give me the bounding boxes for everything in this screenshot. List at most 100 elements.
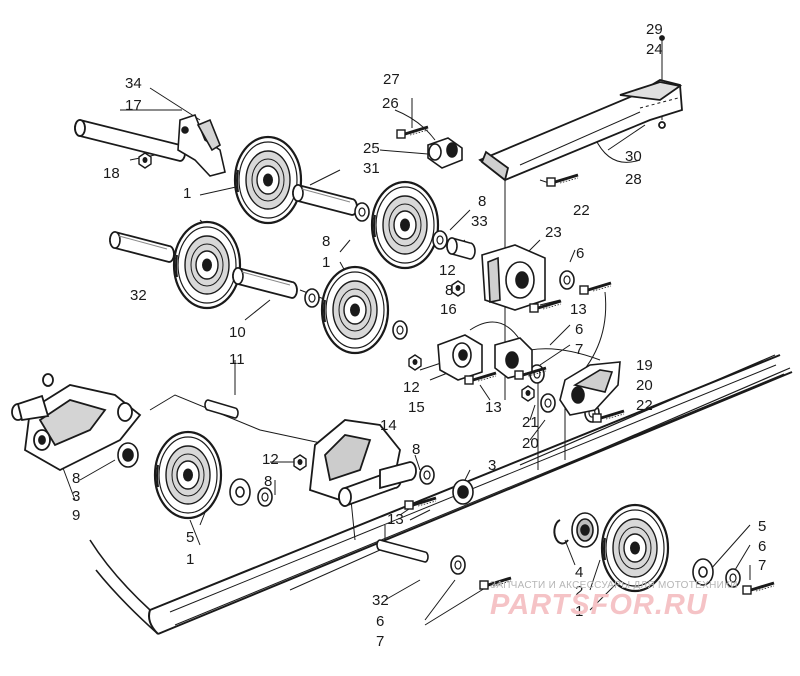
callout-32-lower: 32 [372,592,389,609]
callout-12-lower: 12 [262,451,279,468]
callout-18: 18 [103,165,120,182]
callout-5-rear: 5 [758,518,767,535]
callout-34: 34 [125,75,142,92]
bracket-23 [481,244,546,311]
upper-rail-outline [519,354,791,481]
callout-19: 19 [636,357,653,374]
callout-28: 28 [625,171,642,188]
callout-12-upper: 12 [439,262,456,279]
callout-13-lower: 13 [387,511,404,528]
callout-3-left: 3 [72,488,81,505]
front-bracket-9 [11,373,142,472]
callout-31: 31 [363,160,380,177]
callout-11: 11 [229,351,245,368]
spacer-31 [292,184,358,216]
watermark: ЗАПЧАСТИ И АКСЕССУАРЫ ДЛЯ МОТОТЕХНИКИ PA… [490,580,738,622]
callout-16: 16 [440,301,457,318]
callout-10: 10 [229,324,246,341]
idler-wheel-rear [600,503,670,593]
washer-8-a [354,202,370,222]
washer-5-rear [692,558,714,586]
callout-4: 4 [575,564,584,581]
axle-34 [74,119,186,162]
callout-23: 23 [545,224,562,241]
callout-13-mid: 13 [485,399,502,416]
callout-21: 21 [522,414,539,431]
nut-12-b [408,354,422,371]
callout-26: 26 [382,95,399,112]
washer-8-e [419,465,435,485]
callout-24: 24 [646,41,663,58]
callout-15: 15 [408,399,425,416]
watermark-brand: PARTSFOR.RU [490,589,708,621]
rear-arm [478,35,683,182]
bearing-2 [571,512,599,548]
bushing-3-right [452,479,474,505]
idler-wheel-middle-right [320,265,390,355]
callout-5-lower: 5 [186,529,195,546]
bushing-3-left [117,442,139,468]
callout-8-left: 8 [72,470,81,487]
callout-12-mid: 12 [403,379,420,396]
idler-wheel-lower [153,430,223,520]
callout-14: 14 [380,417,397,434]
callout-7-lower: 7 [376,633,385,650]
callout-7-rear: 7 [758,557,767,574]
nut-12-c [293,454,307,471]
block-16 [494,337,533,379]
washer-8-f [257,487,273,507]
callout-30: 30 [625,148,642,165]
callout-20-upper: 20 [636,377,653,394]
center-bracket-14 [309,419,417,507]
bolt-26 [395,125,430,140]
idler-wheel-upper-right [370,180,440,270]
callout-1-mid: 1 [322,254,331,271]
bracket-19 [559,361,621,416]
bolt-7-a [578,281,613,296]
callout-9: 9 [72,507,81,524]
washer-8-d [392,320,408,340]
callout-6-rear: 6 [758,538,767,555]
callout-1-lower: 1 [186,551,195,568]
idler-wheel-upper-left [233,135,303,225]
bolt-7-d [741,581,776,596]
callout-17: 17 [125,97,142,114]
callout-8-lower: 8 [264,473,273,490]
spacer-33 [446,237,476,260]
callout-32-upper: 32 [130,287,147,304]
callout-22-top: 22 [573,202,590,219]
nut-18 [138,152,152,169]
spacer-32-lower [376,539,429,563]
washer-6-c [450,555,466,575]
callout-1-upper: 1 [183,185,192,202]
washer-8-c [304,288,320,308]
callout-6-mid: 6 [575,321,584,338]
callout-8-upper: 8 [478,193,487,210]
bracket-25 [427,137,463,169]
callout-8-center: 8 [412,441,421,458]
callout-6-upper: 6 [576,245,585,262]
spacer-10 [232,267,298,299]
idler-wheel-middle-left [172,220,242,310]
washer-5-lower [229,478,251,506]
pin-11 [204,399,239,419]
nut-21 [521,385,535,402]
watermark-tagline: ЗАПЧАСТИ И АКСЕССУАРЫ ДЛЯ МОТОТЕХНИКИ [490,580,738,591]
bracket-15 [437,334,483,381]
callout-1-rear: 1 [575,603,584,620]
callout-27: 27 [383,71,400,88]
washer-20 [540,393,556,413]
washer-6-a [559,270,575,290]
washer-8-b [432,230,448,250]
callout-8-mid-left: 8 [322,233,331,250]
callout-3-right: 3 [488,457,497,474]
bracket-17 [177,114,226,177]
callout-20-lower: 20 [522,435,539,452]
callout-6-lower: 6 [376,613,385,630]
nut-12-a [451,280,465,297]
callout-29: 29 [646,21,663,38]
spacer-32-upper [109,231,175,263]
callout-25: 25 [363,140,380,157]
callout-33: 33 [471,213,488,230]
